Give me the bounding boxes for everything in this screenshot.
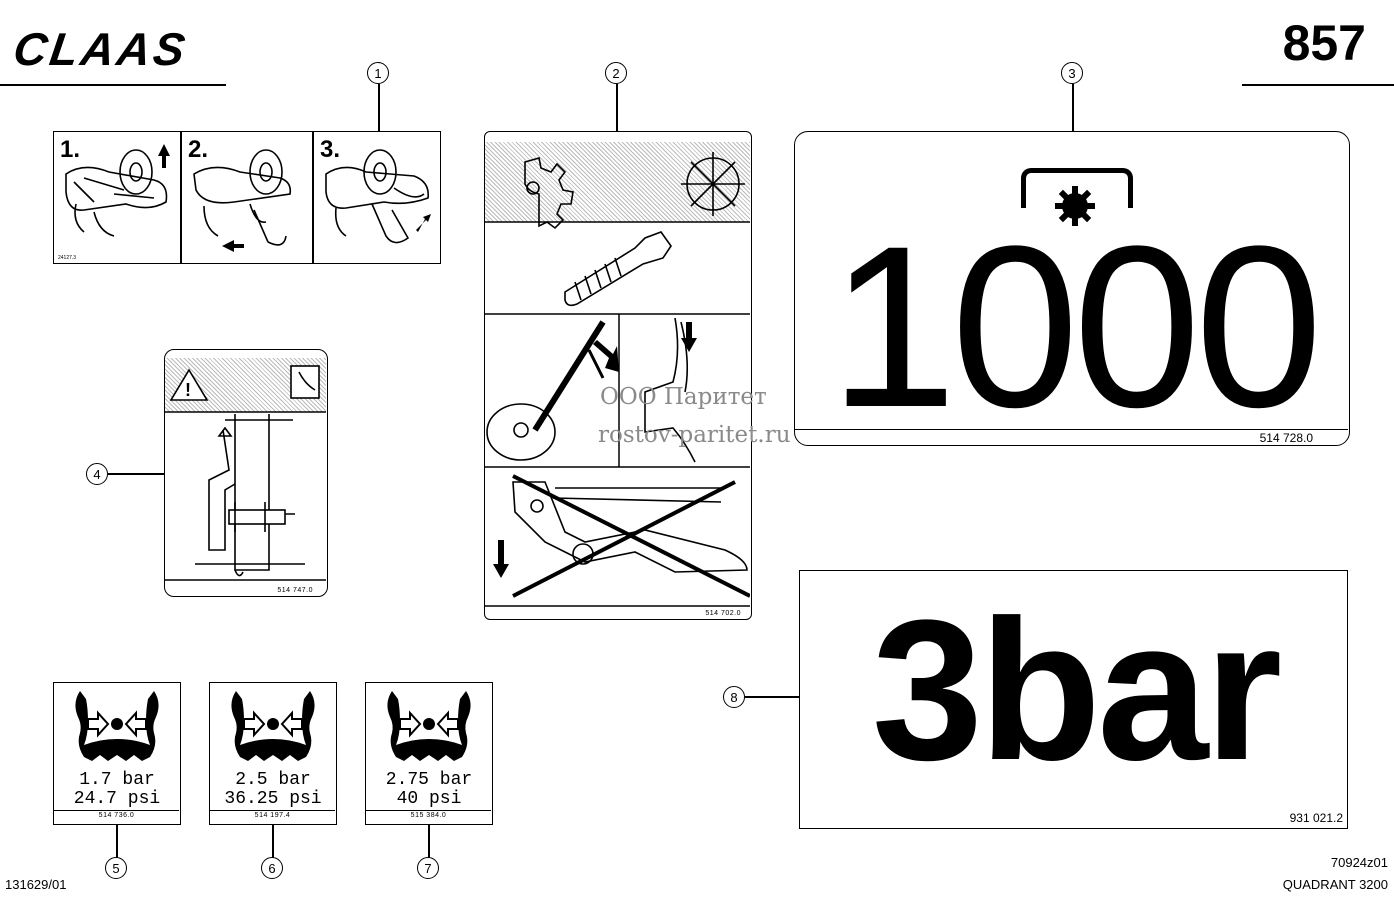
callout-3: 3 [1061, 62, 1083, 84]
leader-2 [616, 84, 618, 132]
pto-speed-value: 1000 [829, 198, 1323, 455]
bolt-icon [564, 231, 672, 307]
leader-5 [116, 825, 118, 858]
arrow-down-right-icon [593, 340, 619, 372]
decal-8-part-number: 931 021.2 [1289, 811, 1343, 825]
tyre-inflation-icon [387, 691, 471, 761]
arrow-down-left-icon [416, 214, 431, 232]
pressure-value: 3bar [871, 579, 1282, 802]
tyre-pressure-psi: 24.7 psi [73, 789, 161, 809]
pto-bracket [1021, 168, 1133, 208]
tyre-decal-rule [54, 810, 179, 811]
claas-logo: CLAAS [10, 23, 192, 75]
decal-3-part-number: 514 728.0 [1259, 431, 1313, 445]
leader-6 [272, 825, 274, 858]
tyre-pressure-decal-6: 2.5 bar 36.25 psi 514 197.4 [209, 682, 337, 825]
decal-4-illustrations: ! [165, 365, 326, 581]
decal-1-code: 24127.3 [58, 255, 77, 261]
step-1-number: 1. [60, 136, 81, 163]
callout-6: 6 [261, 857, 283, 879]
machine-model: QUADRANT 3200 [1282, 877, 1388, 892]
leader-7 [428, 825, 430, 858]
tyre-pressure-psi: 36.25 psi [224, 789, 322, 809]
tyre-pressure-bar: 1.7 bar [79, 770, 155, 790]
step-2-number: 2. [188, 136, 209, 163]
decal-1-instructions: 1. 2. 3. 24127.3 [53, 131, 441, 264]
hand-valve-illustrations [65, 144, 431, 252]
tyre-inflation-icon [75, 691, 159, 761]
tyre-inflation-icon [231, 691, 315, 761]
tyre-decal-part-number: 514 736.0 [98, 812, 135, 819]
decal-8-pressure: 3bar 931 021.2 [799, 570, 1348, 829]
decal-3-pto-speed: 1000 514 728.0 [794, 131, 1350, 446]
decal-3-rule [795, 429, 1348, 430]
header-rule-left [0, 84, 226, 86]
decal-4-part-number: 514 747.0 [277, 587, 313, 594]
arrow-left-icon [222, 240, 244, 252]
decal-2-warning-panels: 514 702.0 [484, 131, 752, 620]
tyre-pressure-bar: 2.75 bar [385, 770, 473, 790]
callout-5: 5 [105, 857, 127, 879]
tyre-pressure-bar: 2.5 bar [235, 770, 311, 790]
page-number: 857 [1282, 15, 1366, 71]
tyre-pressure-decal-5: 1.7 bar 24.7 psi 514 736.0 [53, 682, 181, 825]
decal-2-illustrations [485, 152, 750, 607]
header-rule-right [1242, 84, 1394, 86]
callout-8: 8 [723, 686, 745, 708]
callout-2: 2 [605, 62, 627, 84]
watermark-url: rostov-paritet.ru [598, 422, 791, 448]
arrow-down-icon [493, 540, 509, 578]
leader-1 [378, 84, 380, 132]
decal-1-divider [312, 132, 314, 263]
tyre-decal-rule [210, 810, 335, 811]
gear-icon [524, 156, 574, 230]
warning-triangle-icon [169, 368, 209, 401]
decal-1-divider [180, 132, 182, 263]
arrow-up-icon [158, 144, 170, 168]
tyre-decal-part-number: 515 384.0 [410, 812, 447, 819]
callout-4: 4 [86, 463, 108, 485]
callout-1: 1 [367, 62, 389, 84]
leader-3 [1072, 84, 1074, 132]
figure-code: 70924z01 [1330, 855, 1388, 870]
tyre-decal-rule [366, 810, 491, 811]
drawing-code: 131629/01 [5, 877, 67, 892]
arrow-down-icon [681, 322, 697, 352]
tyre-pressure-psi: 40 psi [396, 789, 462, 809]
leader-4 [108, 473, 164, 475]
tyre-pressure-decal-7: 2.75 bar 40 psi 515 384.0 [365, 682, 493, 825]
callout-7: 7 [417, 857, 439, 879]
pto-gear-icon [1055, 186, 1095, 226]
watermark-company: ООО Паритет [600, 384, 767, 410]
step-3-number: 3. [320, 136, 341, 163]
decal-2-part-number: 514 702.0 [705, 610, 741, 617]
tyre-decal-part-number: 514 197.4 [254, 812, 291, 819]
leader-8 [745, 696, 799, 698]
decal-4-warning: ! 514 747.0 [164, 349, 328, 597]
svg-text:!: ! [185, 380, 191, 400]
